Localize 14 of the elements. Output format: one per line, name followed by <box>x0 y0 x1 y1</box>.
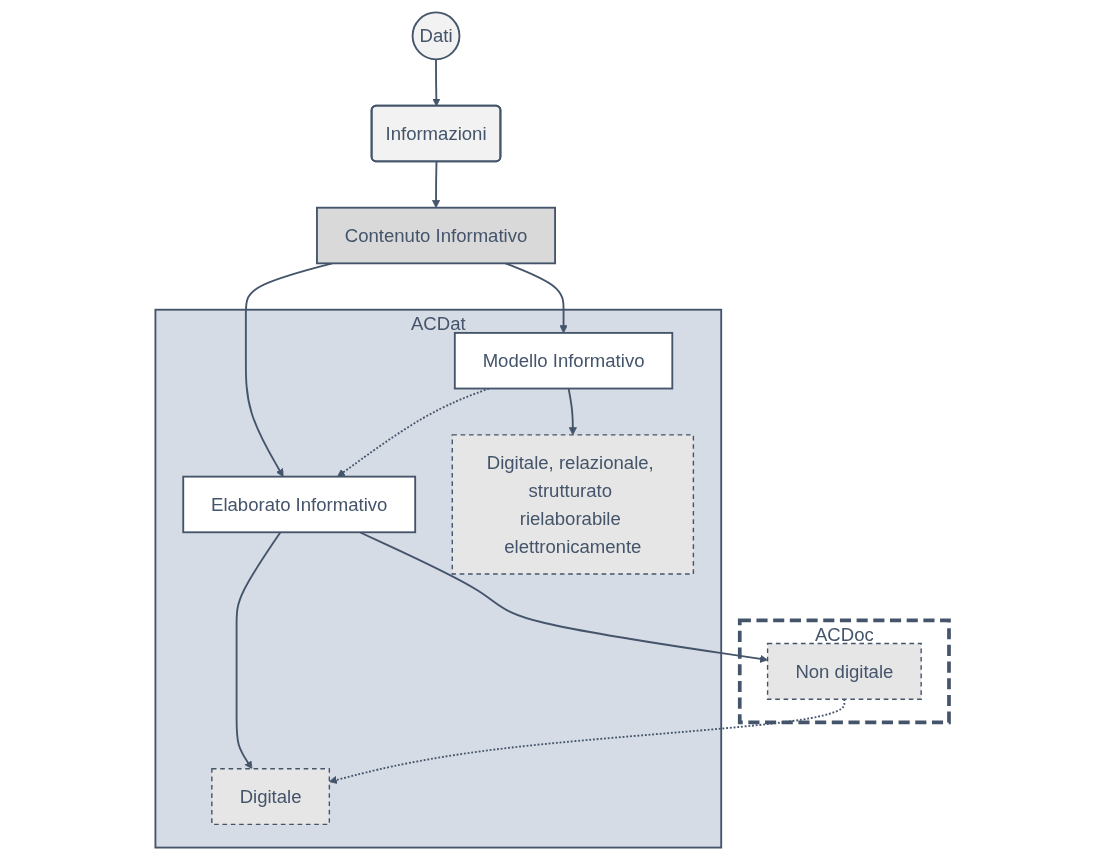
node-box: Digitale, relazionale, strutturato rielaborabile elettronicamente <box>451 433 694 575</box>
arrow <box>244 261 333 477</box>
arrow <box>235 530 282 769</box>
arrow <box>504 261 568 333</box>
node-box: Non digitale <box>766 642 922 700</box>
arrow <box>431 160 440 208</box>
node-box: Contenuto Informativo <box>315 206 556 264</box>
arrow <box>567 387 577 435</box>
node-circle: Dati <box>411 11 461 60</box>
arrow <box>432 57 441 107</box>
node-box: Elaborato Informativo <box>182 475 416 533</box>
node-box: Modello Informativo <box>453 331 674 389</box>
node-box: Digitale <box>210 767 330 825</box>
arrow <box>358 530 768 663</box>
